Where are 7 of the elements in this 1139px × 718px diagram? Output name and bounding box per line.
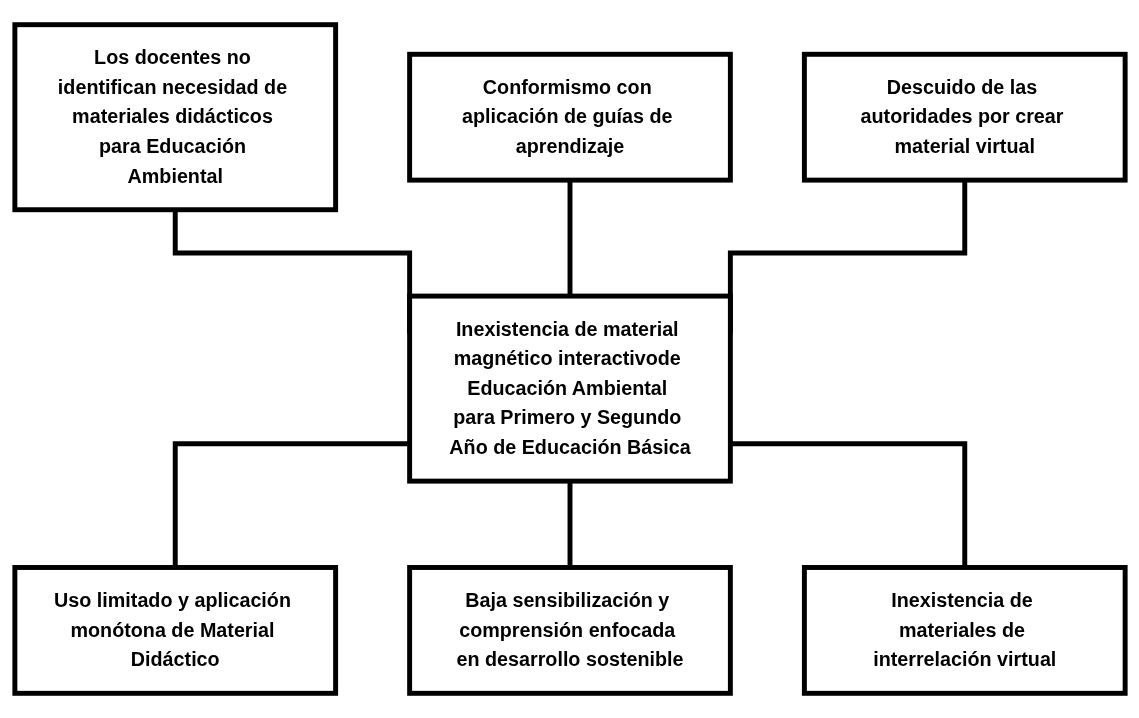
node-box: Inexistencia de materiales de interrelación virtual (801, 565, 1128, 696)
node-box: Conformismo con aplicación de guías de aprendizaje (406, 51, 733, 183)
node-box: Los docentes no identifican necesidad de materiales didácticos para Educación Ambiental (11, 22, 338, 213)
node-box: Inexistencia de material magnético interactivode Educación Ambiental para Primero y Segundo Año de Educación Básica (406, 293, 733, 484)
node-box: Descuido de las autoridades por crear material virtual (801, 51, 1128, 183)
node-box: Uso limitado y aplicación monótona de Material Didáctico (11, 565, 338, 696)
node-box: Baja sensibilización y comprensión enfocada en desarrollo sostenible (406, 565, 733, 696)
